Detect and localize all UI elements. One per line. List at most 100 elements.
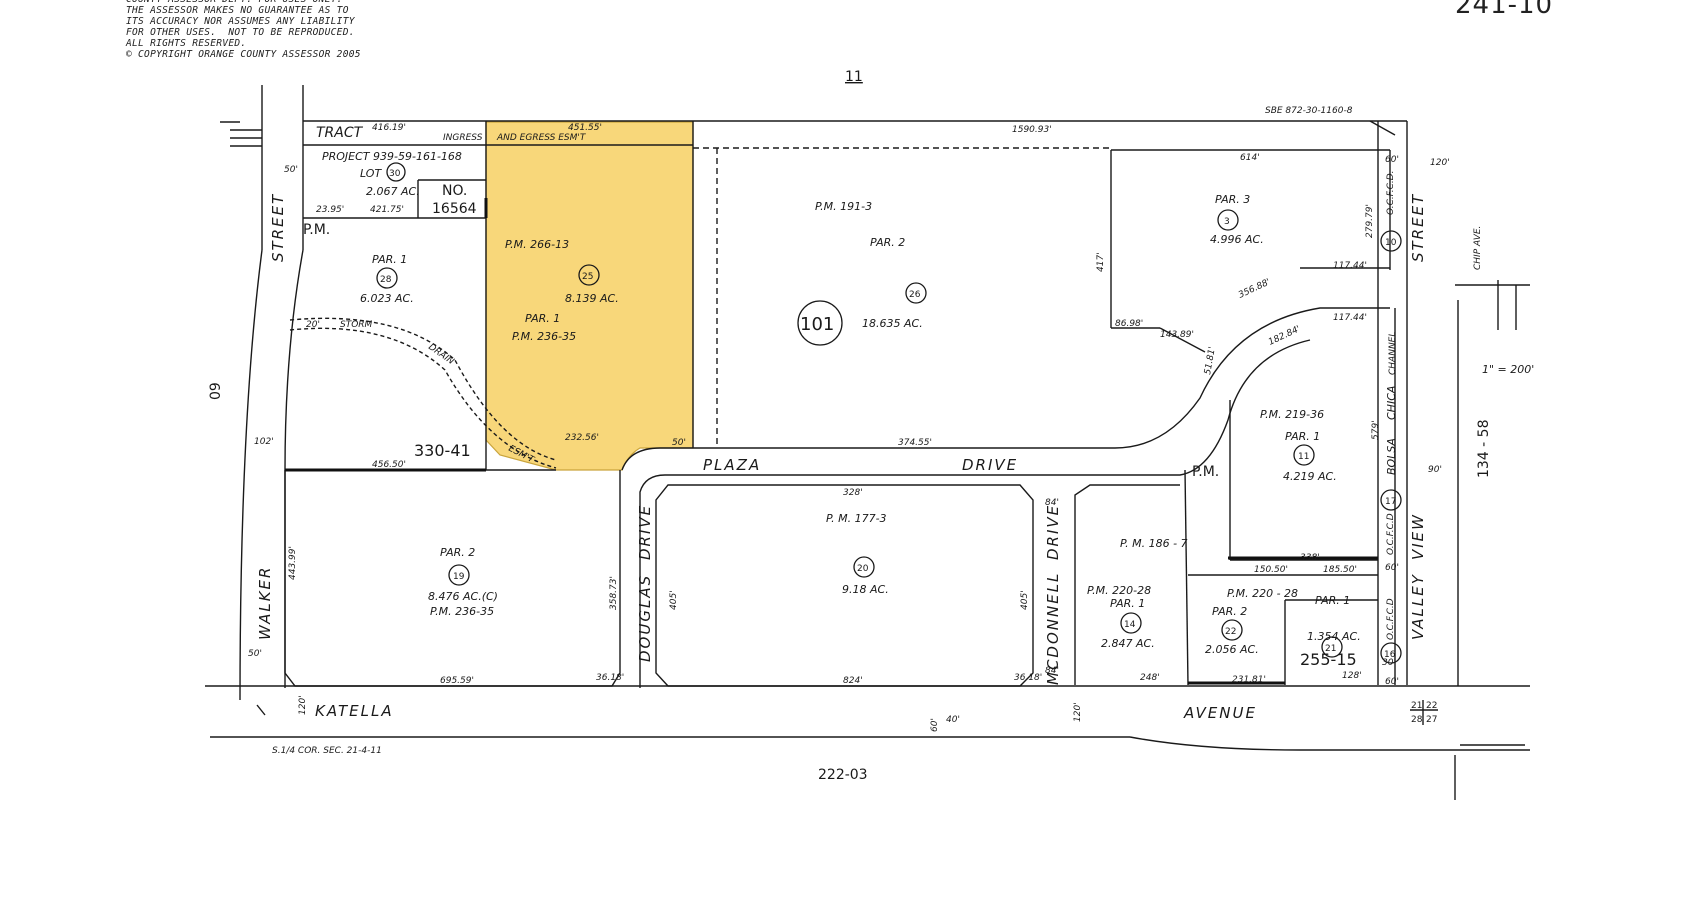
p14-number: 14 bbox=[1124, 620, 1136, 630]
dim: 120' bbox=[298, 695, 308, 715]
street-avenue: AVENUE bbox=[1183, 704, 1257, 722]
p14-par: PAR. 1 bbox=[1110, 597, 1145, 610]
drain-label: DRAIN bbox=[426, 342, 455, 367]
dim: 443.99' bbox=[288, 546, 298, 580]
p28-number: 28 bbox=[380, 275, 392, 285]
sec-27: 27 bbox=[1426, 715, 1437, 725]
p22-pm: P.M. 220 - 28 bbox=[1227, 587, 1298, 600]
storm-width: 20' bbox=[306, 320, 320, 330]
street-walker-street: STREET bbox=[269, 193, 287, 262]
p22-par: PAR. 2 bbox=[1212, 605, 1247, 618]
esmt-ingress: INGRESS bbox=[443, 133, 483, 143]
ocfcd2-label: O.C.F.C.D bbox=[1386, 513, 1396, 555]
dim: 614' bbox=[1240, 153, 1260, 163]
p20-acres: 9.18 AC. bbox=[842, 583, 889, 596]
p19-par: PAR. 2 bbox=[440, 546, 475, 559]
p25-pm: P.M. 266-13 bbox=[505, 238, 569, 251]
sec-28: 28 bbox=[1411, 715, 1423, 725]
top-page-ref: 11 bbox=[845, 69, 863, 85]
dim: 84' bbox=[1045, 498, 1059, 508]
p26-par: PAR. 2 bbox=[870, 236, 905, 249]
p28-par: PAR. 1 bbox=[372, 253, 407, 266]
dim: 328' bbox=[843, 488, 863, 498]
dim: 579' bbox=[1371, 420, 1381, 440]
dim: 1590.93' bbox=[1012, 125, 1052, 135]
dim: 23.95' bbox=[316, 205, 344, 215]
dim: 60' bbox=[930, 718, 940, 732]
p11-pm: P.M. 219-36 bbox=[1260, 408, 1324, 421]
p14-pm186: P. M. 186 - 7 bbox=[1120, 537, 1188, 550]
block-number: 101 bbox=[800, 314, 834, 335]
street-douglas-drive: DRIVE bbox=[636, 504, 654, 560]
ocfcd3-label: O.C.F.C.D bbox=[1386, 598, 1396, 640]
tract-no-label: NO. bbox=[442, 183, 467, 199]
dim: 695.59' bbox=[440, 676, 474, 686]
tract-lot-no: 30 bbox=[389, 169, 401, 179]
ocfcd-label: O.C.F.C.D. bbox=[1386, 170, 1396, 215]
street-valley: VALLEY bbox=[1409, 573, 1427, 640]
p26-acres: 18.635 AC. bbox=[862, 317, 923, 330]
p3-par: PAR. 3 bbox=[1215, 193, 1250, 206]
dim: 232.56' bbox=[565, 433, 599, 443]
street-mcdonnell-drive: DRIVE bbox=[1044, 504, 1062, 560]
tract-number: 16564 bbox=[432, 201, 477, 217]
p17-number: 17 bbox=[1385, 497, 1396, 507]
storm-label: STORM bbox=[340, 320, 373, 330]
dim: 84' bbox=[1045, 666, 1059, 676]
dim: 416.19' bbox=[372, 123, 406, 133]
dim: 51.81' bbox=[1203, 346, 1218, 376]
sec-22: 22 bbox=[1426, 701, 1437, 711]
p3-number: 3 bbox=[1224, 217, 1230, 227]
p20-pm: P. M. 177-3 bbox=[826, 512, 887, 525]
street-douglas: DOUGLAS bbox=[636, 574, 654, 662]
dim: 120' bbox=[1073, 702, 1083, 722]
p26-number: 26 bbox=[909, 290, 921, 300]
p11-number: 11 bbox=[1298, 452, 1309, 462]
right-page-ref: 134 - 58 bbox=[1476, 420, 1492, 479]
tract-project: PROJECT 939-59-161-168 bbox=[322, 150, 462, 163]
dim: 90' bbox=[1428, 465, 1442, 475]
left-page-ref: 09 bbox=[208, 382, 224, 400]
dim: 374.55' bbox=[898, 438, 932, 448]
dim: 120' bbox=[1430, 158, 1450, 168]
esmt-egress: AND EGRESS ESM'T bbox=[496, 133, 587, 143]
dim: 60' bbox=[1385, 677, 1399, 687]
dim: 117.44' bbox=[1333, 261, 1367, 271]
p14-pm: P.M. 220-28 bbox=[1087, 584, 1151, 597]
dim: 40' bbox=[946, 715, 960, 725]
p11-par: PAR. 1 bbox=[1285, 430, 1320, 443]
dim: 356.88' bbox=[1237, 277, 1272, 300]
dim: 50' bbox=[284, 165, 298, 175]
dim: 417' bbox=[1096, 252, 1106, 272]
p3-acres: 4.996 AC. bbox=[1210, 233, 1264, 246]
tract-lot: LOT bbox=[360, 167, 382, 180]
p16-number: 16 bbox=[1384, 650, 1396, 660]
street-valley-street: STREET bbox=[1409, 193, 1427, 262]
p21-acres: 1.354 AC. bbox=[1307, 630, 1361, 643]
page-number: 241-10 bbox=[1455, 0, 1554, 20]
p14-acres: 2.847 AC. bbox=[1101, 637, 1155, 650]
p19-acres: 8.476 AC.(C) bbox=[428, 590, 498, 603]
bolsa-label: BOLSA bbox=[1385, 438, 1398, 475]
dim: 102' bbox=[254, 437, 274, 447]
sec-21: 21 bbox=[1411, 701, 1422, 711]
dim: 36.18' bbox=[596, 673, 624, 683]
dim: 248' bbox=[1140, 673, 1160, 683]
p21-par: PAR. 1 bbox=[1315, 594, 1350, 607]
p25-acres: 8.139 AC. bbox=[565, 292, 619, 305]
dim: 451.55' bbox=[568, 123, 602, 133]
bottom-page-ref: 222-03 bbox=[818, 767, 868, 783]
pm2-label: P.M. bbox=[1192, 464, 1219, 480]
p25-number: 25 bbox=[582, 272, 593, 282]
dim: 117.44' bbox=[1333, 313, 1367, 323]
p25-pm2: P.M. 236-35 bbox=[512, 330, 576, 343]
chica-label: CHICA bbox=[1385, 386, 1398, 420]
dim: 185.50' bbox=[1323, 565, 1357, 575]
dim: 421.75' bbox=[370, 205, 404, 215]
street-walker: WALKER bbox=[256, 566, 274, 640]
dim: 405' bbox=[1020, 590, 1030, 610]
dim: 30' bbox=[1382, 658, 1396, 668]
street-mcdonnell: MCDONNELL bbox=[1044, 572, 1062, 685]
dim: 824' bbox=[843, 676, 863, 686]
